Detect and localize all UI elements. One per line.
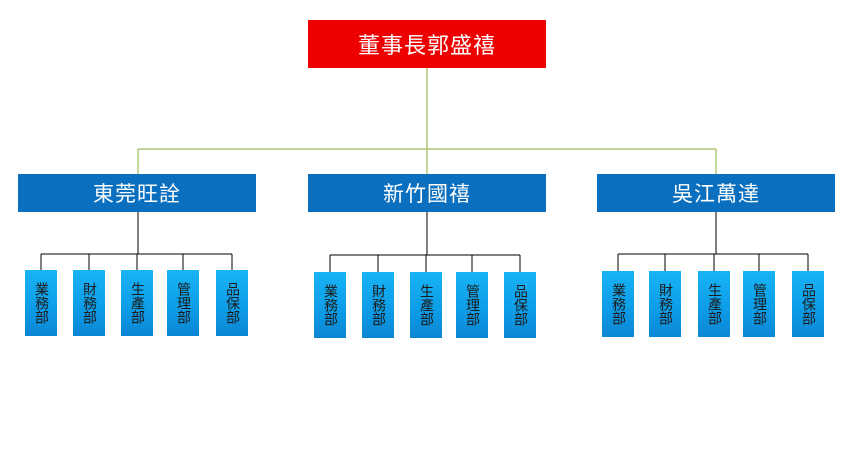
chairman-box: 董事長郭盛禧 [308,20,546,68]
dept-box-finance: 財務部 [362,272,394,338]
dept-connectors-3 [617,212,809,271]
dept-box-management: 管理部 [743,271,775,337]
dept-box-production: 生產部 [410,272,442,338]
dept-box-quality: 品保部 [504,272,536,338]
company-box-dongguan: 東莞旺詮 [18,174,256,212]
dept-box-management: 管理部 [456,272,488,338]
dept-box-sales: 業務部 [314,272,346,338]
dept-box-production: 生產部 [121,270,153,336]
dept-box-quality: 品保部 [792,271,824,337]
dept-box-quality: 品保部 [216,270,248,336]
dept-box-finance: 財務部 [649,271,681,337]
dept-connectors-2 [329,212,521,272]
dept-box-finance: 財務部 [73,270,105,336]
dept-box-sales: 業務部 [25,270,57,336]
dept-box-production: 生產部 [698,271,730,337]
dept-box-management: 管理部 [167,270,199,336]
dept-connectors-1 [40,212,233,270]
company-box-wujiang: 吳江萬達 [597,174,835,212]
dept-box-sales: 業務部 [602,271,634,337]
company-box-hsinchu: 新竹國禧 [308,174,546,212]
